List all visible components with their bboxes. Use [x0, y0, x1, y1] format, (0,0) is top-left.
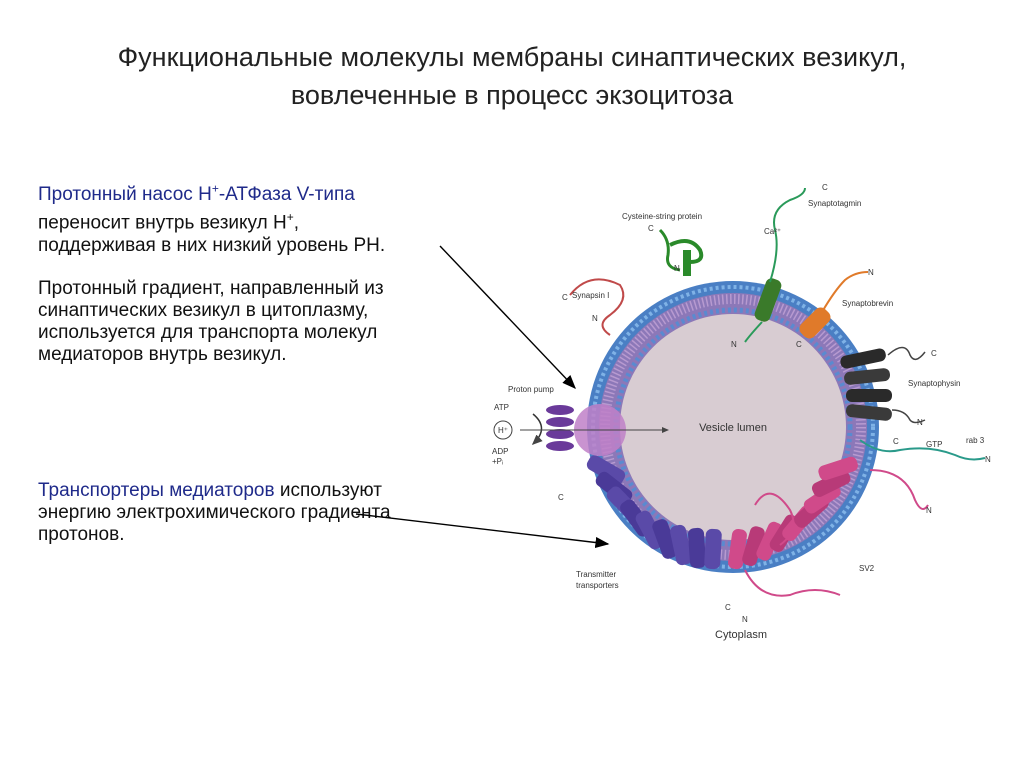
synaptophysin-helix	[844, 368, 891, 385]
synaptophysin-c-loop	[887, 346, 926, 361]
atp-label: ATP	[494, 403, 509, 412]
pump-head-4	[546, 441, 574, 451]
synaptophysin-protein	[840, 346, 926, 424]
gradient-line-2: синаптических везикул в цитоплазму,	[38, 300, 369, 321]
transmitter-transporters-label-1: Transmitter	[576, 570, 616, 579]
synaptotagmin-tm	[754, 278, 782, 322]
calcium-label: Ca²⁺	[764, 227, 781, 236]
terminal-n-label: N	[926, 506, 932, 515]
proton-pump-line-2: переносит внутрь везикул Н+,	[38, 210, 300, 234]
transporters-line-1-tail: используют	[274, 480, 382, 501]
terminal-c-label: C	[725, 603, 731, 612]
terminal-c-label: C	[822, 183, 828, 192]
terminal-c-label: C	[558, 493, 564, 502]
synaptobrevin-tm	[799, 307, 831, 339]
rab3-chain	[859, 439, 986, 461]
rab3-label: rab 3	[966, 436, 985, 445]
transporters-heading: Транспортеры медиаторов	[38, 480, 275, 501]
sv2-helix	[811, 469, 851, 497]
transmitter-transporters-label-2: transporters	[576, 581, 619, 590]
synapsin-chain	[569, 278, 625, 336]
proton-pump-pointer-arrow	[439, 245, 576, 390]
adp-label: ADP	[492, 447, 508, 456]
transporters-line-3: протонов.	[38, 524, 125, 545]
transporter-helix	[652, 519, 678, 559]
terminal-n-label: N	[674, 264, 680, 273]
terminal-n-label: N	[985, 455, 991, 464]
gradient-paragraph: Протонный градиент, направленный из сина…	[38, 278, 478, 366]
synaptophysin-helix	[846, 389, 892, 402]
synaptophysin-helix	[845, 404, 892, 421]
h-plus-label: H⁺	[498, 426, 508, 435]
csp-helix	[683, 250, 691, 276]
synaptophysin-helix	[840, 348, 886, 369]
proton-pump-label: Proton pump	[508, 385, 554, 394]
sv2-helix	[756, 521, 783, 561]
proton-circle	[493, 420, 513, 440]
synaptotagmin-tail	[769, 187, 806, 283]
gtp-label: GTP	[926, 440, 942, 449]
sv2-loop	[754, 492, 795, 546]
pump-head-1	[546, 405, 574, 415]
vesicle-lumen-label: Vesicle lumen	[699, 422, 767, 434]
terminal-n-label: N	[917, 418, 923, 427]
sv2-label: SV2	[859, 564, 875, 573]
slide-title: Функциональные молекулы мембраны синапти…	[0, 38, 1024, 114]
synaptophysin-label: Synaptophysin	[908, 379, 960, 388]
pump-head-3	[546, 429, 574, 439]
terminal-c-label: C	[796, 340, 802, 349]
transmitter-transporter-group	[586, 455, 722, 570]
terminal-c-label: C	[648, 224, 654, 233]
gradient-line-1: Протонный градиент, направленный из	[38, 278, 384, 299]
atp-hydrolysis-arrow	[531, 413, 543, 446]
synaptotagmin-protein	[744, 187, 806, 343]
cytoplasm-label: Cytoplasm	[715, 629, 767, 641]
gradient-line-3: используется для транспорта молекул	[38, 322, 378, 343]
synaptotagmin-label: Synaptotagmin	[808, 199, 861, 208]
proton-pump-complex	[493, 404, 669, 456]
vesicle-lumen-area	[620, 314, 846, 540]
cysteine-string-protein	[658, 228, 704, 276]
sv2-n-tail	[869, 469, 929, 510]
terminal-n-label: N	[742, 615, 748, 624]
synaptotagmin-n-tail	[744, 321, 763, 343]
transporters-paragraph: Транспортеры медиаторов используют энерг…	[38, 480, 478, 546]
sv2-group	[728, 456, 929, 597]
terminal-c-label: C	[893, 437, 899, 446]
title-line-2: вовлеченные в процесс экзоцитоза	[290, 80, 734, 110]
cysteine-string-protein-label: Cysteine-string protein	[622, 212, 702, 221]
transporter-helix	[688, 527, 706, 569]
transporter-helix	[670, 524, 692, 566]
synaptobrevin-tail	[821, 271, 869, 313]
synaptobrevin-protein	[799, 271, 869, 339]
terminal-n-label: N	[592, 314, 598, 323]
terminal-c-label: C	[562, 293, 568, 302]
terminal-n-label: N	[868, 268, 874, 277]
sv2-c-tail	[744, 569, 841, 597]
transporter-helix	[586, 455, 626, 485]
proton-pump-line-3: поддерживая в них низкий уровень РН.	[38, 234, 386, 256]
csp-chain	[658, 228, 681, 272]
sv2-helix	[818, 456, 858, 481]
transporters-pointer-arrow	[355, 513, 610, 549]
transporters-line-2: энергию электрохимического градиента	[38, 502, 391, 523]
transporter-helix	[704, 528, 722, 570]
gradient-line-4: медиаторов внутрь везикул.	[38, 344, 287, 365]
terminal-n-label: N	[731, 340, 737, 349]
synapsin-label: Synapsin I	[572, 291, 609, 300]
synaptobrevin-label: Synaptobrevin	[842, 299, 893, 308]
synaptophysin-n-loop	[891, 409, 926, 424]
pi-label: +Pᵢ	[492, 457, 503, 466]
proton-pump-heading: Протонный насос Н+-АТФаза V-типа	[38, 182, 355, 206]
terminal-c-label: C	[931, 349, 937, 358]
title-line-1: Функциональные молекулы мембраны синапти…	[117, 42, 907, 72]
sv2-helix	[742, 526, 765, 567]
proton-pump-paragraph: Протонный насос Н+-АТФаза V-типа перенос…	[38, 178, 478, 257]
csp-coil	[669, 239, 704, 264]
pump-head-2	[546, 417, 574, 427]
